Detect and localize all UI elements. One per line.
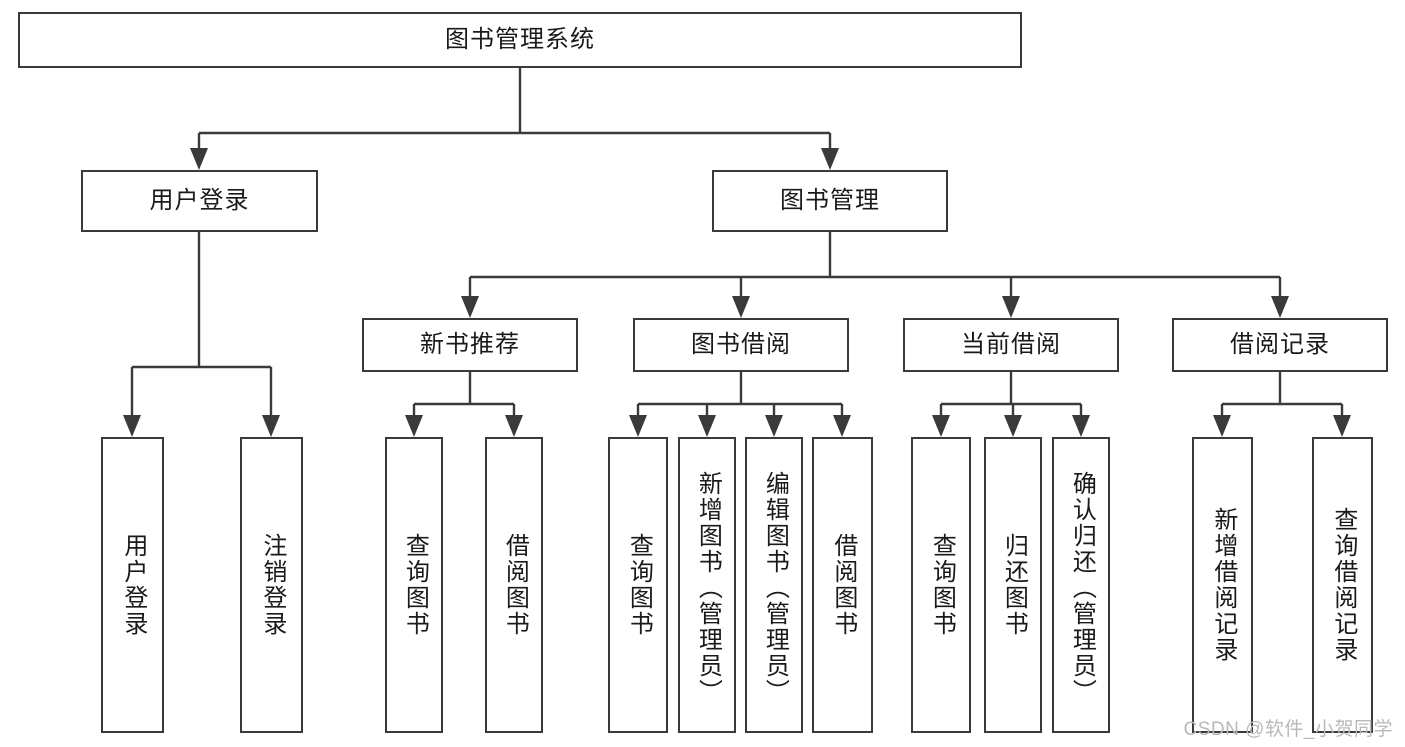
arrow-head-icon	[1072, 415, 1090, 437]
node-label: 借阅记录	[1230, 330, 1330, 358]
watermark-text: CSDN @软件_小贺同学	[1183, 719, 1393, 740]
leaf-borrow-book[interactable]: 借阅图书	[812, 437, 873, 733]
node-new-book-rec[interactable]: 新书推荐	[362, 318, 578, 372]
leaf-add-borrow-record[interactable]: 新增借阅记录	[1192, 437, 1253, 733]
node-label: 图书借阅	[691, 330, 791, 358]
node-label: 新增借阅记录	[1209, 507, 1237, 663]
arrow-head-icon	[190, 148, 208, 170]
leaf-query-book-borrow[interactable]: 查询图书	[608, 437, 668, 733]
node-label: 用户登录	[119, 533, 147, 637]
node-label: 用户登录	[149, 186, 250, 214]
arrow-head-icon	[1004, 415, 1022, 437]
leaf-query-borrow-record[interactable]: 查询借阅记录	[1312, 437, 1373, 733]
node-label: 查询图书	[928, 533, 956, 637]
arrow-head-icon	[505, 415, 523, 437]
node-current-borrow[interactable]: 当前借阅	[903, 318, 1119, 372]
arrow-head-icon	[262, 415, 280, 437]
arrow-head-icon	[629, 415, 647, 437]
node-root-system[interactable]: 图书管理系统	[18, 12, 1022, 68]
arrow-head-icon	[123, 415, 141, 437]
node-label: 图书管理系统	[445, 25, 595, 53]
node-user-login[interactable]: 用户登录	[81, 170, 318, 232]
leaf-edit-book-admin[interactable]: 编辑图书（管理员）	[745, 437, 803, 733]
node-label: 借阅图书	[829, 533, 857, 637]
node-label: 新书推荐	[420, 330, 520, 358]
leaf-query-book-rec[interactable]: 查询图书	[385, 437, 443, 733]
node-label: 查询图书	[625, 533, 653, 637]
leaf-borrow-book-rec[interactable]: 借阅图书	[485, 437, 543, 733]
arrow-head-icon	[1213, 415, 1231, 437]
arrow-head-icon	[461, 296, 479, 318]
arrow-head-icon	[405, 415, 423, 437]
node-label: 注销登录	[258, 533, 286, 637]
arrow-head-icon	[932, 415, 950, 437]
arrow-head-icon	[821, 148, 839, 170]
leaf-user-login[interactable]: 用户登录	[101, 437, 164, 733]
arrow-head-icon	[732, 296, 750, 318]
node-label: 当前借阅	[961, 330, 1061, 358]
node-label: 新增图书（管理员）	[694, 471, 722, 705]
node-label: 图书管理	[780, 186, 880, 214]
arrow-head-icon	[765, 415, 783, 437]
node-label: 借阅图书	[501, 533, 529, 637]
node-book-manage[interactable]: 图书管理	[712, 170, 948, 232]
node-label: 编辑图书（管理员）	[761, 471, 789, 705]
arrow-head-icon	[1271, 296, 1289, 318]
node-book-borrow[interactable]: 图书借阅	[633, 318, 849, 372]
arrow-head-icon	[833, 415, 851, 437]
leaf-add-book-admin[interactable]: 新增图书（管理员）	[678, 437, 736, 733]
node-label: 确认归还（管理员）	[1068, 471, 1096, 705]
arrow-head-icon	[698, 415, 716, 437]
leaf-query-book-current[interactable]: 查询图书	[911, 437, 971, 733]
leaf-return-book[interactable]: 归还图书	[984, 437, 1042, 733]
node-label: 查询图书	[401, 533, 429, 637]
node-label: 归还图书	[1000, 533, 1028, 637]
arrow-head-icon	[1333, 415, 1351, 437]
node-label: 查询借阅记录	[1329, 507, 1357, 663]
leaf-logout-login[interactable]: 注销登录	[240, 437, 303, 733]
leaf-confirm-return-admin[interactable]: 确认归还（管理员）	[1052, 437, 1110, 733]
node-borrow-record[interactable]: 借阅记录	[1172, 318, 1388, 372]
arrow-head-icon	[1002, 296, 1020, 318]
